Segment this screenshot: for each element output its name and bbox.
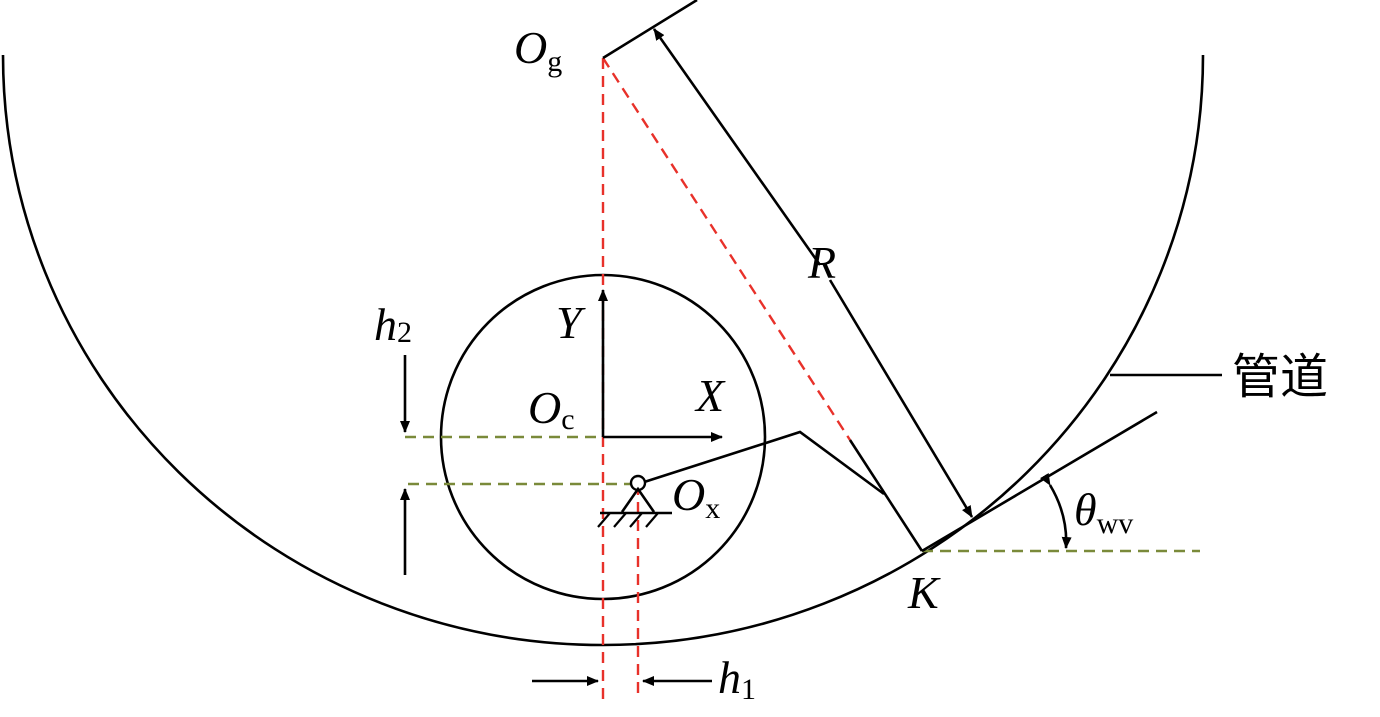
y-label: Y xyxy=(556,297,586,348)
r-dimension-arrow xyxy=(652,28,822,266)
tangent-line xyxy=(921,410,1158,553)
og-label: Og xyxy=(514,22,562,78)
pipe-label: 管道 xyxy=(1232,349,1328,405)
h1-label: h1 xyxy=(718,652,756,706)
oc-label: Oc xyxy=(528,382,575,436)
og-to-k-dashed-line xyxy=(601,57,852,441)
link-to-k xyxy=(848,439,924,552)
ox-label: Ox xyxy=(672,469,720,525)
r-dimension-arrow-2 xyxy=(828,279,974,518)
theta-angle-arc xyxy=(1040,472,1072,549)
pivot-support-icon xyxy=(620,486,656,513)
linkage-arm xyxy=(637,430,885,496)
r-label: R xyxy=(807,237,836,288)
radius-line xyxy=(602,0,698,60)
h2-label: h2 xyxy=(374,299,412,350)
x-label: X xyxy=(694,370,726,421)
k-label: K xyxy=(907,567,941,618)
pivot-hatching xyxy=(597,512,659,528)
theta-label: θwv xyxy=(1074,484,1133,540)
